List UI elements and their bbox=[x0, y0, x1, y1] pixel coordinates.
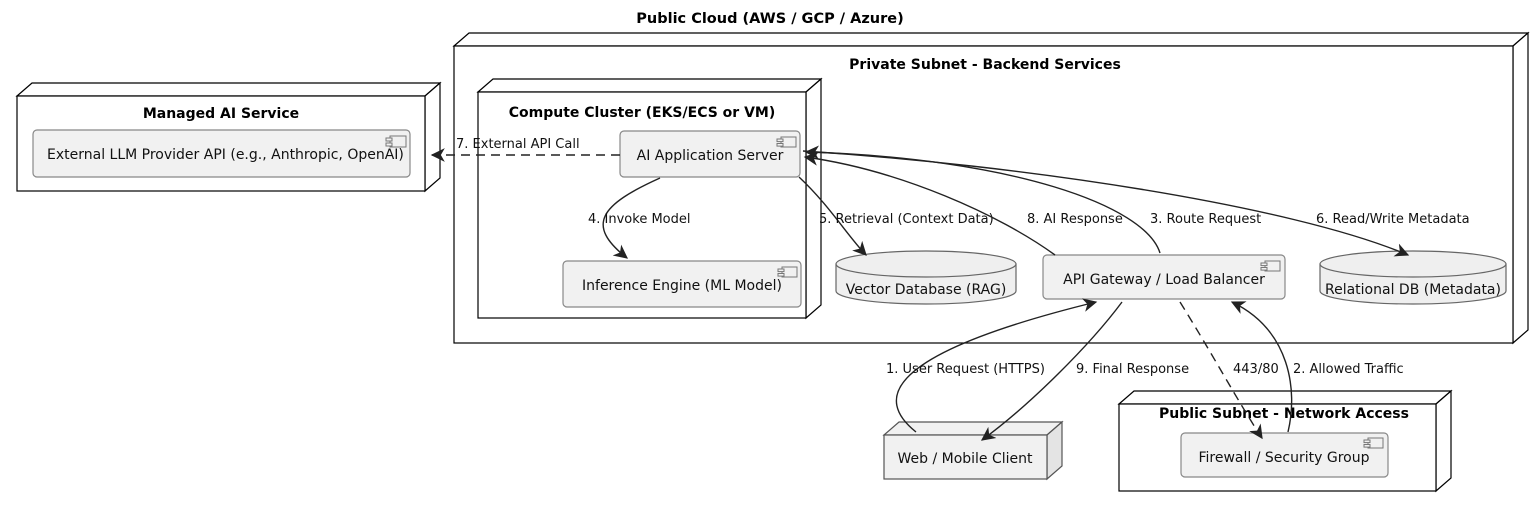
component-icon bbox=[776, 136, 797, 148]
edge-6-label: 6. Read/Write Metadata bbox=[1316, 212, 1470, 227]
edge-443-80-label: 443/80 bbox=[1233, 362, 1279, 377]
public-cloud-title: Public Cloud (AWS / GCP / Azure) bbox=[636, 11, 903, 27]
vector-db-label: Vector Database (RAG) bbox=[846, 282, 1007, 298]
edge-9-label: 9. Final Response bbox=[1076, 362, 1189, 377]
component-ai-app-server[interactable]: AI Application Server bbox=[619, 130, 801, 178]
ai-app-server-label: AI Application Server bbox=[637, 148, 784, 164]
component-icon bbox=[385, 135, 407, 148]
database-vector-db[interactable]: Vector Database (RAG) bbox=[835, 250, 1017, 305]
edge-8-ai-response bbox=[803, 151, 1056, 256]
web-client-label: Web / Mobile Client bbox=[897, 451, 1033, 467]
component-api-gateway[interactable]: API Gateway / Load Balancer bbox=[1042, 254, 1286, 300]
edge-4-invoke-model bbox=[602, 177, 661, 259]
edge-2-allowed-traffic bbox=[1230, 301, 1293, 433]
node-managed-ai-service[interactable]: Managed AI Service External LLM Provider… bbox=[15, 81, 442, 193]
external-llm-label: External LLM Provider API (e.g., Anthrop… bbox=[47, 147, 404, 163]
edge-2-label: 2. Allowed Traffic bbox=[1293, 362, 1404, 377]
edge-1-label: 1. User Request (HTTPS) bbox=[886, 362, 1045, 377]
component-inference-engine[interactable]: Inference Engine (ML Model) bbox=[562, 260, 802, 308]
edge-3-label: 3. Route Request bbox=[1150, 212, 1261, 227]
component-firewall[interactable]: Firewall / Security Group bbox=[1180, 432, 1389, 478]
edge-5-retrieval bbox=[798, 176, 867, 256]
node-web-mobile-client[interactable]: Web / Mobile Client bbox=[882, 420, 1064, 481]
component-icon bbox=[777, 266, 798, 278]
edge-1-user-request bbox=[895, 298, 1098, 433]
component-icon bbox=[1363, 437, 1384, 449]
edge-8-label: 8. AI Response bbox=[1027, 212, 1123, 227]
edge-5-label: 5. Retrieval (Context Data) bbox=[819, 212, 994, 227]
inference-engine-label: Inference Engine (ML Model) bbox=[582, 278, 782, 294]
component-external-llm[interactable]: External LLM Provider API (e.g., Anthrop… bbox=[32, 129, 411, 178]
compute-cluster-label: Compute Cluster (EKS/ECS or VM) bbox=[509, 105, 776, 121]
firewall-label: Firewall / Security Group bbox=[1199, 450, 1370, 466]
managed-ai-service-label: Managed AI Service bbox=[143, 106, 299, 122]
relational-db-label: Relational DB (Metadata) bbox=[1325, 282, 1501, 298]
node-compute-cluster[interactable]: Compute Cluster (EKS/ECS or VM) AI Appli… bbox=[476, 77, 823, 320]
database-relational-db[interactable]: Relational DB (Metadata) bbox=[1319, 250, 1507, 305]
edge-9-final-response bbox=[980, 301, 1123, 441]
public-subnet-label: Public Subnet - Network Access bbox=[1159, 406, 1409, 422]
edge-7-label: 7. External API Call bbox=[456, 137, 580, 152]
node-private-subnet[interactable]: Private Subnet - Backend Services Comput… bbox=[452, 31, 1530, 345]
edge-443-80 bbox=[1179, 301, 1263, 440]
edge-4-label: 4. Invoke Model bbox=[588, 212, 690, 227]
private-subnet-label: Private Subnet - Backend Services bbox=[849, 57, 1121, 73]
api-gateway-label: API Gateway / Load Balancer bbox=[1063, 272, 1265, 288]
edge-6-read-write-metadata bbox=[802, 150, 1410, 257]
node-public-subnet[interactable]: Public Subnet - Network Access Firewall … bbox=[1117, 389, 1453, 493]
component-icon bbox=[1260, 260, 1281, 272]
